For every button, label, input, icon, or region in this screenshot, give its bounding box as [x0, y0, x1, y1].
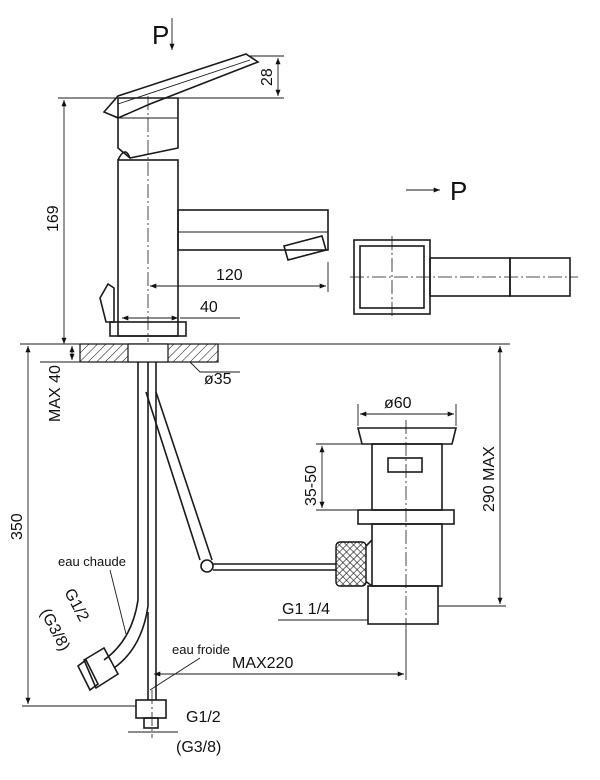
hot-water-label: eau chaude [58, 554, 126, 569]
svg-text:35-50: 35-50 [303, 465, 320, 506]
hot-water-callout: eau chaude G1/2 (G3/8) [36, 554, 127, 654]
svg-text:28: 28 [259, 68, 276, 86]
dimension-waste-range: 35-50 [303, 443, 372, 511]
dimension-deck-thickness: MAX 40 [47, 346, 75, 422]
dimension-hole-diameter: ø35 [189, 361, 240, 388]
dimension-waste-diameter: ø60 [357, 395, 457, 426]
dimension-lever-height: 28 [175, 55, 284, 99]
side-view-arrow: P [406, 176, 467, 206]
dimension-total-height: 169 [45, 97, 116, 344]
side-view-label: P [450, 176, 467, 206]
svg-text:ø60: ø60 [384, 395, 412, 412]
svg-text:ø35: ø35 [204, 371, 232, 388]
top-view-arrow: P [152, 18, 175, 50]
dimension-rod-length: MAX220 [154, 630, 407, 680]
waste-thread-callout: G1 1/4 [278, 601, 368, 621]
hot-thread-label: G1/2 [60, 586, 91, 625]
cold-thread-alt-label: (G3/8) [176, 739, 221, 756]
cold-water-label: eau froide [172, 642, 230, 657]
svg-text:350: 350 [9, 513, 26, 540]
side-view-drawing [350, 236, 578, 318]
faucet-lever [102, 53, 260, 119]
hot-thread-alt-label: (G3/8) [36, 606, 72, 654]
svg-text:290 MAX: 290 MAX [481, 446, 498, 512]
faucet-body [99, 96, 329, 342]
cold-water-callout: eau froide G1/2 (G3/8) [128, 642, 230, 756]
pop-up-rod [145, 391, 336, 573]
svg-text:120: 120 [216, 267, 243, 284]
svg-text:40: 40 [200, 299, 218, 316]
svg-text:MAX220: MAX220 [232, 655, 293, 672]
waste-thread-label: G1 1/4 [282, 601, 330, 618]
dimension-spout-reach: 120 [150, 262, 329, 292]
svg-text:169: 169 [45, 205, 62, 232]
svg-text:MAX 40: MAX 40 [47, 365, 64, 422]
dimension-waste-height: 290 MAX [438, 346, 506, 607]
dimension-body-width: 40 [122, 299, 240, 321]
dimension-hose-length: 350 [9, 346, 136, 707]
waste-assembly [335, 420, 458, 630]
top-view-label: P [152, 20, 169, 50]
supply-hoses [76, 362, 167, 738]
countertop-section [20, 343, 510, 363]
cold-thread-label: G1/2 [186, 709, 221, 726]
